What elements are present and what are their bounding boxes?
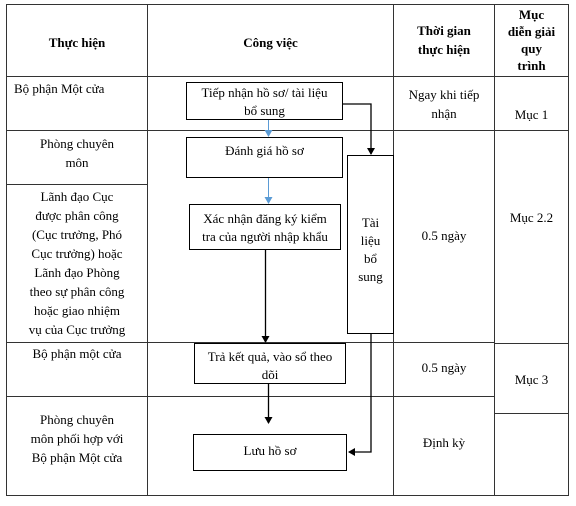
header-actor: Thực hiện — [48, 35, 106, 50]
flow-supplement-label: Tài liệu bổ sung — [358, 215, 383, 284]
row4-section: Mục 3 — [514, 372, 549, 387]
flow-step-return: Trả kết quả, vào sổ theo dõi — [194, 343, 346, 384]
row2-actor: Phòng chuyên môn — [39, 136, 115, 170]
row3-duration: 0.5 ngày — [421, 228, 467, 243]
row3-section: Mục 2.2 — [509, 210, 554, 225]
flow-step-confirm: Xác nhận đăng ký kiểm tra của người nhập… — [189, 204, 341, 250]
flow-supplement: Tài liệu bổ sung — [347, 155, 394, 334]
flow-step-evaluate: Đánh giá hồ sơ — [186, 137, 343, 178]
row3-actor: Lãnh đạo Cục được phân công (Cục trưởng,… — [28, 189, 126, 337]
flow-step-return-label: Trả kết quả, vào sổ theo dõi — [207, 349, 333, 382]
header-duration: Thời gian thực hiện — [417, 23, 471, 57]
row5-duration: Định kỳ — [422, 435, 466, 450]
flow-step-archive-label: Lưu hồ sơ — [243, 443, 297, 458]
row4-duration: 0.5 ngày — [421, 360, 467, 375]
row1-section: Mục 1 — [514, 107, 549, 122]
row4-actor: Bộ phận một cửa — [32, 346, 122, 361]
header-section: Mục diễn giải quy trình — [507, 7, 556, 73]
header-task: Công việc — [243, 35, 298, 50]
row5-actor: Phòng chuyên môn phối hợp với Bộ phận Mộ… — [30, 412, 124, 465]
flow-step-archive: Lưu hồ sơ — [193, 434, 347, 471]
flow-step-receive: Tiếp nhận hồ sơ/ tài liệu bổ sung — [186, 82, 343, 120]
flow-step-receive-label: Tiếp nhận hồ sơ/ tài liệu bổ sung — [201, 85, 328, 118]
arrow-step1-supplement — [343, 103, 375, 155]
arrow-supplement-step5 — [348, 334, 372, 456]
row1-duration: Ngay khi tiếp nhận — [408, 87, 480, 121]
flow-step-confirm-label: Xác nhận đăng ký kiểm tra của người nhập… — [202, 211, 328, 244]
row1-actor: Bộ phận Một cửa — [14, 81, 105, 96]
flow-step-evaluate-label: Đánh giá hồ sơ — [225, 143, 304, 158]
